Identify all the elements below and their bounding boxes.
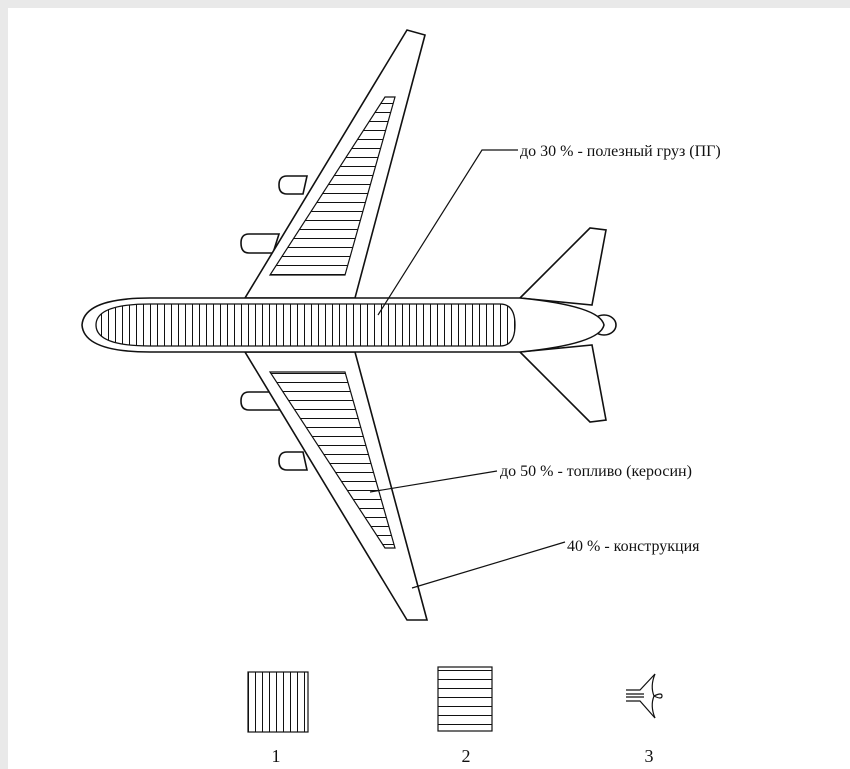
tail-fin-top — [518, 227, 607, 306]
diagram-sheet: до 30 % - полезный груз (ПГ) до 50 % - т… — [8, 8, 850, 769]
structure-leader-line — [411, 541, 566, 589]
engine-top-inner — [240, 233, 281, 254]
payload-leader-line — [377, 149, 518, 316]
fuel-tank-top — [268, 96, 396, 276]
fuel-leader-line — [369, 470, 498, 493]
payload-compartment — [95, 303, 516, 347]
legend-airplane-icon — [626, 673, 663, 719]
legend-number-1: 1 — [272, 746, 281, 766]
fuel-tank-bottom — [268, 371, 396, 549]
legend-vertical-hatch-swatch — [247, 671, 309, 733]
structure-label: 40 % - конструкция — [567, 538, 700, 555]
fuel-label: до 50 % - топливо (керосин) — [500, 463, 692, 480]
tail-fin-bottom — [518, 344, 607, 423]
legend-horizontal-hatch-swatch — [437, 666, 493, 732]
legend-number-2: 2 — [462, 746, 471, 766]
airplane-mass-diagram: до 30 % - полезный груз (ПГ) до 50 % - т… — [81, 29, 721, 766]
engine-bottom-outer — [278, 451, 308, 471]
payload-label: до 30 % - полезный груз (ПГ) — [520, 143, 721, 160]
legend-number-3: 3 — [645, 746, 654, 766]
engine-top-outer — [278, 175, 308, 195]
